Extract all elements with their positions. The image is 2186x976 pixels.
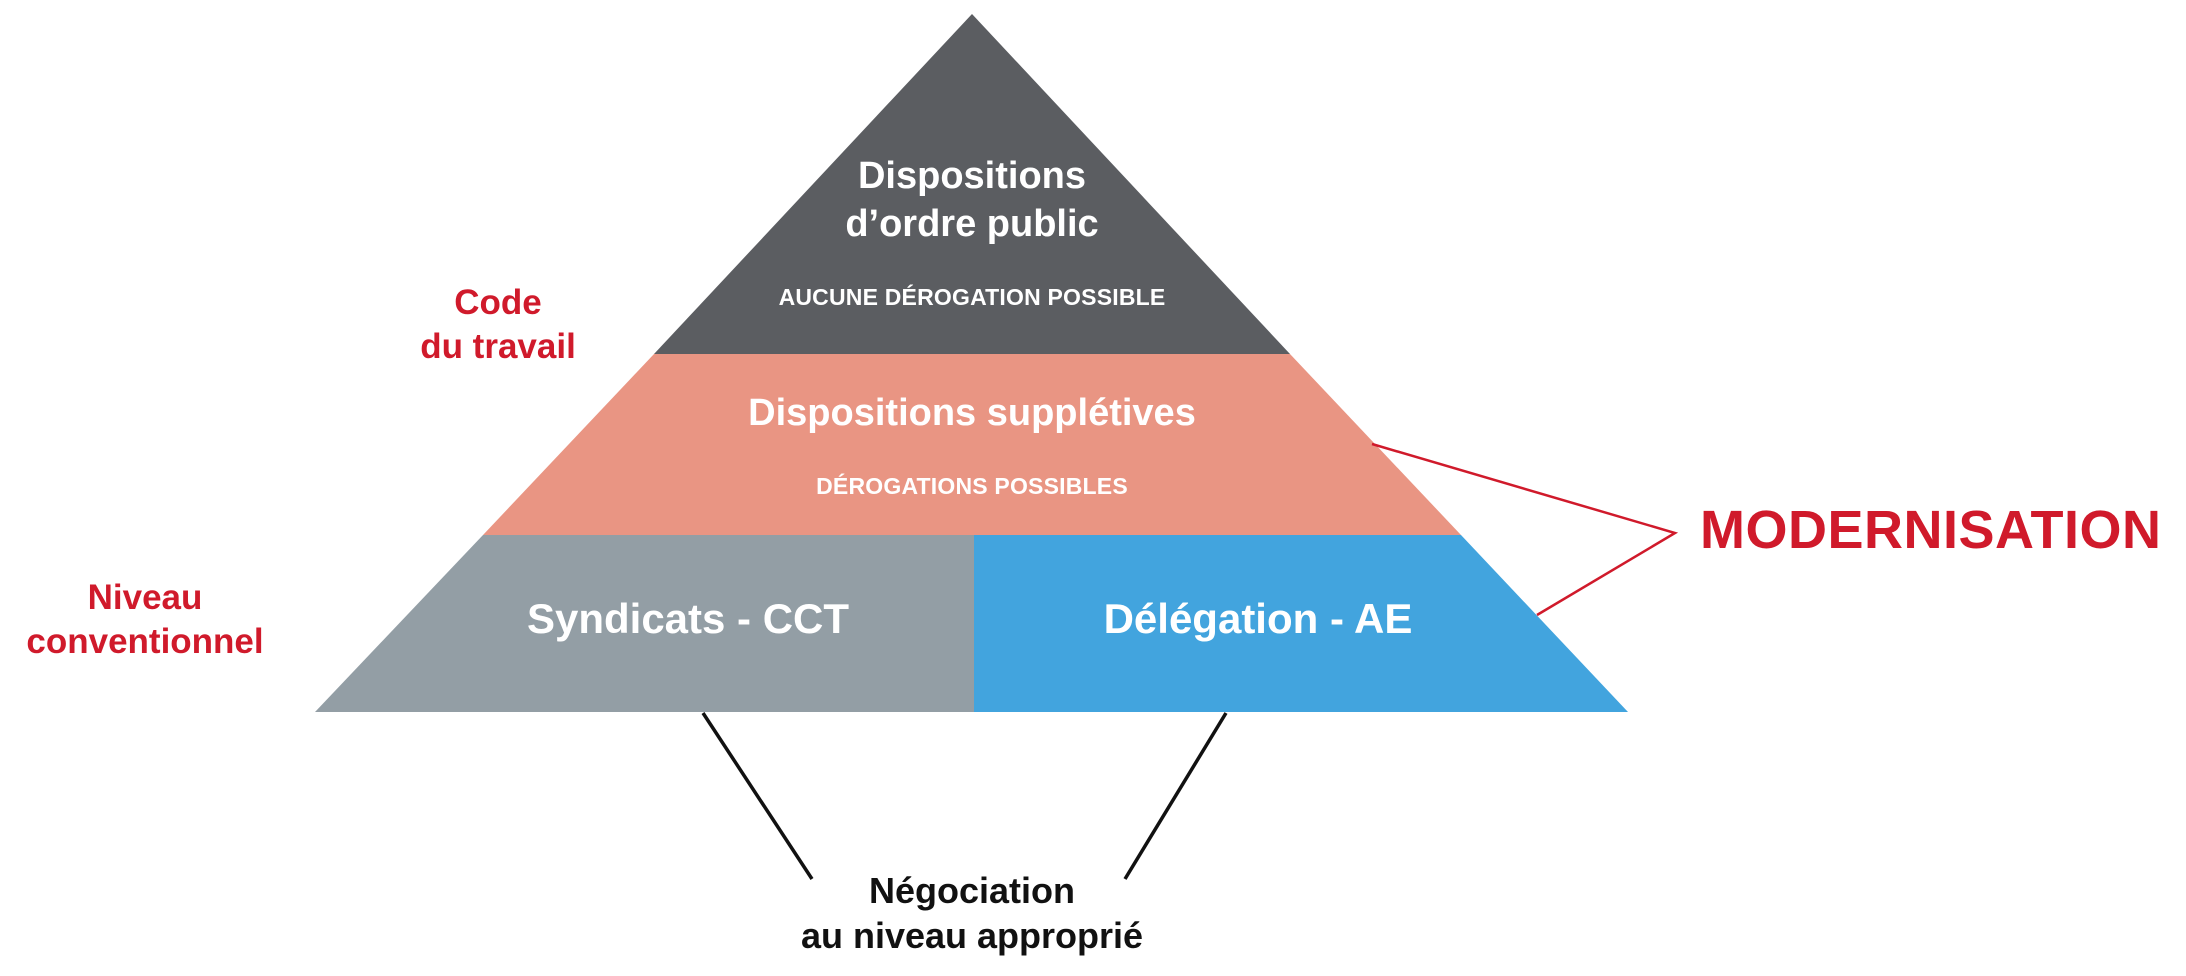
negotiation-line2: au niveau approprié	[800, 915, 1144, 956]
middle-layer-subtitle: DÉROGATIONS POSSIBLES	[816, 473, 1128, 499]
middle-layer-title: Dispositions supplétives	[748, 392, 1196, 434]
top-layer-subtitle: AUCUNE DÉROGATION POSSIBLE	[778, 284, 1166, 310]
negotiation-line1: Négociation	[868, 870, 1075, 911]
modernisation-connector	[1371, 442, 1679, 617]
top-layer-title-line1: Dispositions	[857, 155, 1087, 197]
niveau-label-line1: Niveau	[87, 578, 203, 617]
top-layer-title: Dispositions d’ordre public	[772, 153, 1172, 248]
code-label-line1: Code	[454, 283, 542, 322]
code-label-line2: du travail	[420, 326, 576, 366]
pyramid-middle-layer	[483, 354, 1461, 535]
negotiation-connector-left	[701, 712, 814, 880]
niveau-conventionnel-label: Niveau conventionnel	[0, 576, 290, 664]
code-du-travail-label: Code du travail	[378, 281, 618, 369]
negotiation-label: Négociation au niveau approprié	[722, 868, 1222, 958]
bottom-left-title: Syndicats - CCT	[526, 595, 850, 642]
modernisation-label: MODERNISATION	[1700, 500, 2162, 560]
negotiation-connector-right	[1123, 712, 1228, 880]
pyramid-bottom-left-layer	[315, 535, 974, 712]
bottom-right-title: Délégation - AE	[1103, 595, 1413, 642]
top-layer-title-line2: d’ordre public	[845, 202, 1099, 245]
pyramid-bottom-right-layer	[974, 535, 1628, 712]
niveau-label-line2: conventionnel	[26, 621, 264, 661]
pyramid-top-layer	[654, 14, 1290, 354]
